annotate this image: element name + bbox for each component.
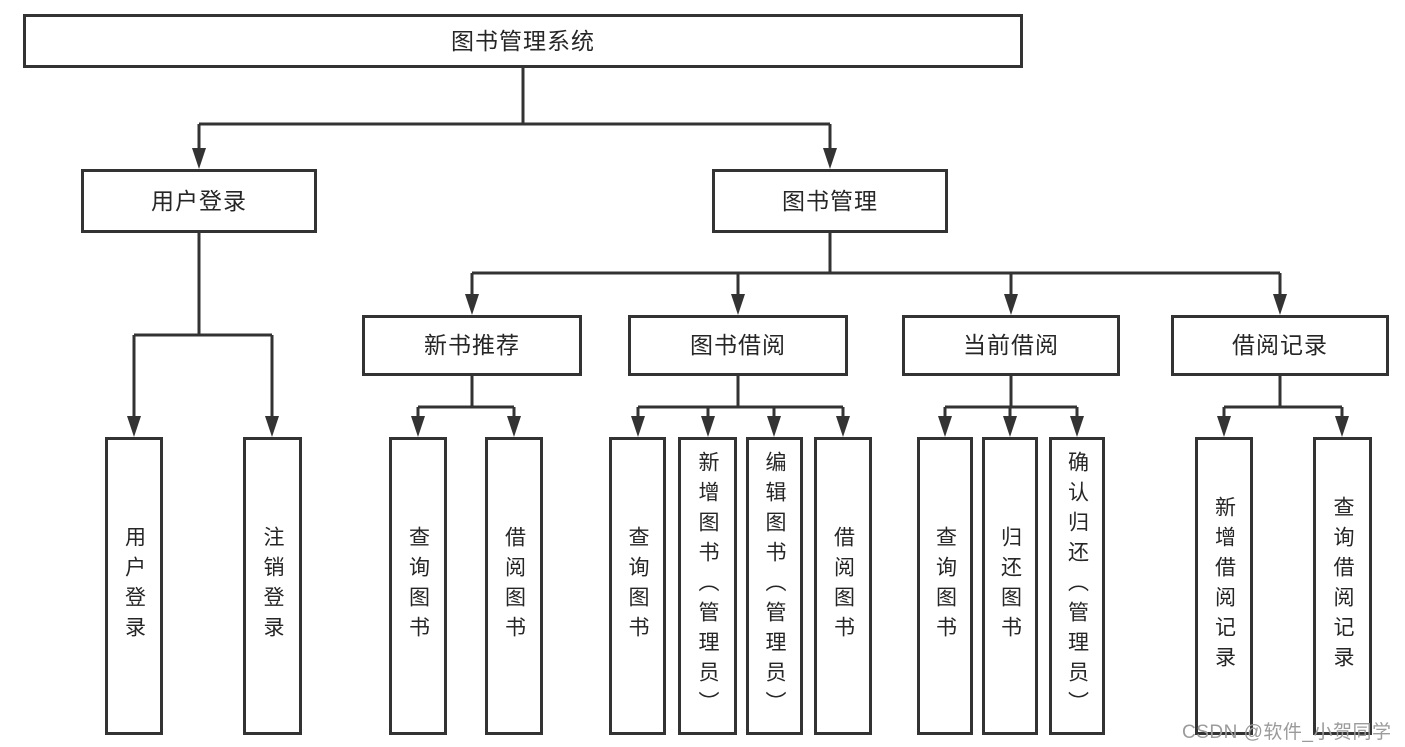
arrowhead-icon [127, 416, 141, 437]
leaf-logout: 注销登录 [243, 437, 302, 735]
arrowhead-icon [192, 148, 206, 169]
csdn-watermark: CSDN @软件_小贺同学 [1182, 722, 1392, 743]
arrowhead-icon [1335, 416, 1349, 437]
arrowheads [127, 148, 1349, 437]
connector-borrow-record-group [1222, 376, 1344, 420]
leaf-edit-books-admin: 编辑图书（管理员） [746, 437, 803, 735]
node-book-management: 图书管理 [712, 169, 948, 233]
connector-root-to-level2 [197, 68, 832, 152]
node-user-login: 用户登录 [81, 169, 317, 233]
node-current-borrow: 当前借阅 [902, 315, 1120, 376]
arrowhead-icon [823, 148, 837, 169]
leaf-confirm-return-admin: 确认归还（管理员） [1049, 437, 1105, 735]
leaf-add-books-admin: 新增图书（管理员） [678, 437, 737, 735]
node-book-borrow: 图书借阅 [628, 315, 848, 376]
leaf-user-login: 用户登录 [105, 437, 163, 735]
arrowhead-icon [731, 294, 745, 315]
leaf-query-books-borrow: 查询图书 [609, 437, 666, 735]
arrowhead-icon [1217, 416, 1231, 437]
leaf-return-books: 归还图书 [982, 437, 1038, 735]
connector-new-book-group [416, 376, 516, 420]
node-library-management-system: 图书管理系统 [23, 14, 1023, 68]
arrowhead-icon [411, 416, 425, 437]
leaf-add-borrow-record: 新增借阅记录 [1195, 437, 1253, 735]
arrowhead-icon [938, 416, 952, 437]
arrowhead-icon [465, 294, 479, 315]
leaf-query-books-recommend: 查询图书 [389, 437, 447, 735]
arrowhead-icon [701, 416, 715, 437]
arrowhead-icon [1273, 294, 1287, 315]
node-borrow-records: 借阅记录 [1171, 315, 1389, 376]
leaf-borrow-books-recommend: 借阅图书 [485, 437, 543, 735]
arrowhead-icon [507, 416, 521, 437]
node-new-book-recommend: 新书推荐 [362, 315, 582, 376]
connector-book-borrow-group [636, 376, 845, 420]
connector-user-login-group [132, 233, 274, 420]
leaf-query-borrow-record: 查询借阅记录 [1313, 437, 1372, 735]
connector-paths [132, 68, 1344, 420]
leaf-query-books-current: 查询图书 [917, 437, 973, 735]
arrowhead-icon [1070, 416, 1084, 437]
arrowhead-icon [836, 416, 850, 437]
arrowhead-icon [767, 416, 781, 437]
arrowhead-icon [265, 416, 279, 437]
connector-current-borrow-group [943, 376, 1079, 420]
leaf-borrow-books: 借阅图书 [814, 437, 872, 735]
connector-book-management-group [470, 233, 1282, 298]
arrowhead-icon [1004, 294, 1018, 315]
arrowhead-icon [631, 416, 645, 437]
arrowhead-icon [1003, 416, 1017, 437]
